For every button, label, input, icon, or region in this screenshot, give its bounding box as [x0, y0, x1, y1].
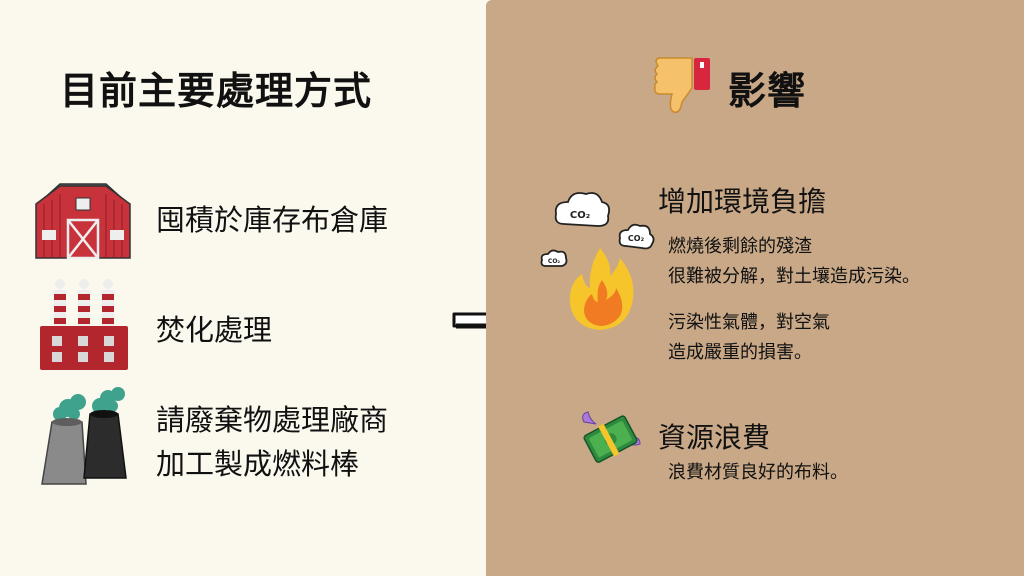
- page-title: 目前主要處理方式: [60, 69, 373, 113]
- method-storage-text: 囤積於庫存布倉庫: [156, 203, 389, 237]
- impact-title: 影響: [728, 69, 807, 113]
- co2-label-1: CO₂: [570, 210, 590, 221]
- fire-co2-icon: CO₂ CO₂ CO₂: [540, 192, 655, 330]
- co2-label-3: CO₂: [548, 258, 561, 265]
- left-panel: 目前主要處理方式 囤積於庫存布倉庫 焚化處理: [0, 0, 486, 576]
- co2-label-2: CO₂: [628, 234, 645, 243]
- impact-burden-p2-line2: 造成嚴重的損害。: [668, 342, 812, 363]
- impact-burden-p1-line2: 很難被分解，對土壤造成污染。: [668, 266, 920, 287]
- cooling-tower-icon: [41, 387, 127, 485]
- thumbs-down-icon: [654, 57, 710, 114]
- method-fuel-rod-line2: 加工製成燃料棒: [156, 447, 360, 481]
- impact-burden-heading: 增加環境負擔: [658, 185, 827, 218]
- factory-icon: [40, 279, 128, 370]
- impact-burden-p2-line1: 污染性氣體，對空氣: [668, 312, 830, 333]
- method-incineration-text: 焚化處理: [156, 313, 273, 347]
- impact-waste-p1: 浪費材質良好的布料。: [668, 462, 848, 483]
- barn-icon: [35, 183, 131, 260]
- method-fuel-rod-line1: 請廢棄物處理廠商: [156, 403, 389, 437]
- impact-burden-p1-line1: 燃燒後剩餘的殘渣: [668, 236, 812, 257]
- impact-waste-heading: 資源浪費: [658, 421, 771, 454]
- flying-money-icon: [582, 411, 641, 463]
